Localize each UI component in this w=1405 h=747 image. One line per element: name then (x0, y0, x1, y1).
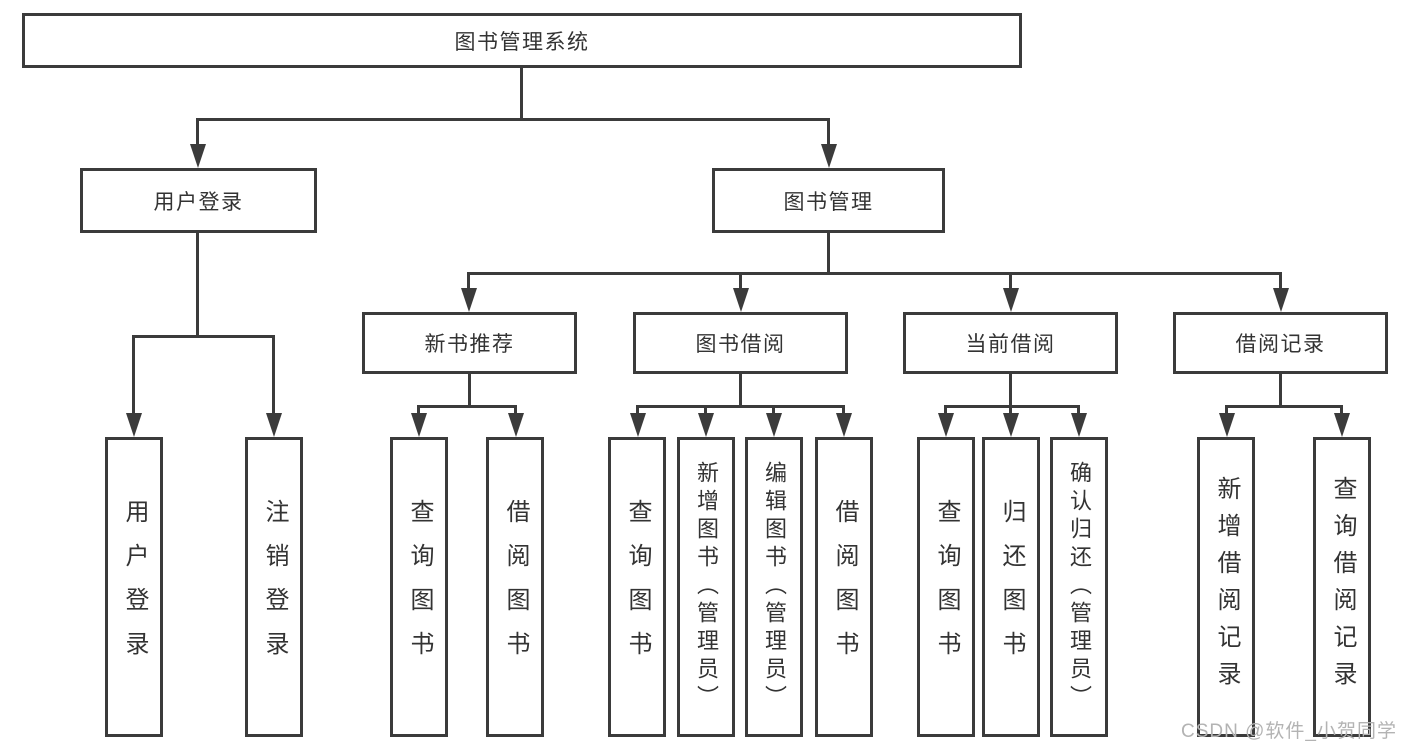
leaf-label: 编辑图书（管理员） (762, 461, 787, 713)
leaf-query-book: 查询图书 (608, 437, 666, 737)
leaf-query-book: 查询图书 (390, 437, 448, 737)
node-current-borrow: 当前借阅 (903, 312, 1118, 374)
leaf-edit-book-admin: 编辑图书（管理员） (745, 437, 803, 737)
connector (1279, 272, 1282, 292)
leaf-query-borrow-record: 查询借阅记录 (1313, 437, 1371, 737)
leaf-label: 查询借阅记录 (1329, 476, 1356, 698)
leaf-label: 查询图书 (406, 499, 433, 675)
connector (636, 405, 845, 408)
arrow-down-icon (821, 144, 837, 168)
node-label: 用户登录 (153, 190, 244, 214)
connector (739, 272, 742, 292)
connector (1279, 374, 1282, 407)
node-label: 借阅记录 (1235, 333, 1326, 356)
leaf-add-book-admin: 新增图书（管理员） (677, 437, 735, 737)
leaf-label: 新增借阅记录 (1213, 476, 1240, 698)
arrow-down-icon (1273, 288, 1289, 312)
connector (1009, 374, 1012, 405)
connector (827, 233, 830, 272)
arrow-down-icon (836, 413, 852, 437)
node-book-management: 图书管理 (712, 168, 945, 233)
watermark: CSDN @软件_小贺同学 (1181, 721, 1397, 742)
arrow-down-icon (411, 413, 427, 437)
arrow-down-icon (938, 413, 954, 437)
arrow-down-icon (190, 144, 206, 168)
connector (132, 335, 275, 338)
connector (467, 272, 1282, 275)
connector (196, 118, 830, 121)
arrow-down-icon (1003, 288, 1019, 312)
leaf-label: 新增图书（管理员） (694, 461, 719, 713)
arrow-down-icon (733, 288, 749, 312)
arrow-down-icon (1003, 413, 1019, 437)
leaf-label: 用户登录 (121, 499, 148, 675)
node-user-login: 用户登录 (80, 168, 317, 233)
connector (272, 335, 275, 420)
leaf-user-login: 用户登录 (105, 437, 163, 737)
connector (1225, 405, 1343, 408)
leaf-label: 归还图书 (998, 499, 1025, 675)
node-root-label: 图书管理系统 (454, 30, 590, 54)
leaf-label: 确认归还（管理员） (1067, 461, 1092, 713)
node-label: 当前借阅 (965, 333, 1056, 356)
connector (196, 233, 199, 335)
arrow-down-icon (461, 288, 477, 312)
leaf-borrow-book: 借阅图书 (815, 437, 873, 737)
leaf-label: 注销登录 (261, 499, 288, 675)
connector (739, 374, 742, 405)
node-new-book-recommend: 新书推荐 (362, 312, 577, 374)
leaf-logout: 注销登录 (245, 437, 303, 737)
arrow-down-icon (1334, 413, 1350, 437)
arrow-down-icon (1071, 413, 1087, 437)
arrow-down-icon (766, 413, 782, 437)
arrow-down-icon (1219, 413, 1235, 437)
leaf-borrow-book: 借阅图书 (486, 437, 544, 737)
leaf-label: 借阅图书 (502, 499, 529, 675)
connector (1009, 272, 1012, 292)
leaf-label: 查询图书 (624, 499, 651, 675)
leaf-query-book: 查询图书 (917, 437, 975, 737)
connector (467, 272, 470, 292)
connector (944, 405, 1080, 408)
node-book-borrow: 图书借阅 (633, 312, 848, 374)
arrow-down-icon (630, 413, 646, 437)
connector (827, 118, 830, 148)
connector (417, 405, 517, 408)
node-root: 图书管理系统 (22, 13, 1022, 68)
connector (132, 335, 135, 420)
leaf-confirm-return-admin: 确认归还（管理员） (1050, 437, 1108, 737)
node-label: 图书管理 (783, 190, 874, 214)
connector (468, 374, 471, 405)
node-borrow-record: 借阅记录 (1173, 312, 1388, 374)
arrow-down-icon (698, 413, 714, 437)
leaf-label: 查询图书 (933, 499, 960, 675)
connector (520, 68, 523, 120)
arrow-down-icon (508, 413, 524, 437)
connector (196, 118, 199, 148)
arrow-down-icon (126, 413, 142, 437)
leaf-label: 借阅图书 (831, 499, 858, 675)
arrow-down-icon (266, 413, 282, 437)
node-label: 图书借阅 (695, 333, 786, 356)
leaf-add-borrow-record: 新增借阅记录 (1197, 437, 1255, 737)
node-label: 新书推荐 (424, 333, 515, 356)
leaf-return-book: 归还图书 (982, 437, 1040, 737)
